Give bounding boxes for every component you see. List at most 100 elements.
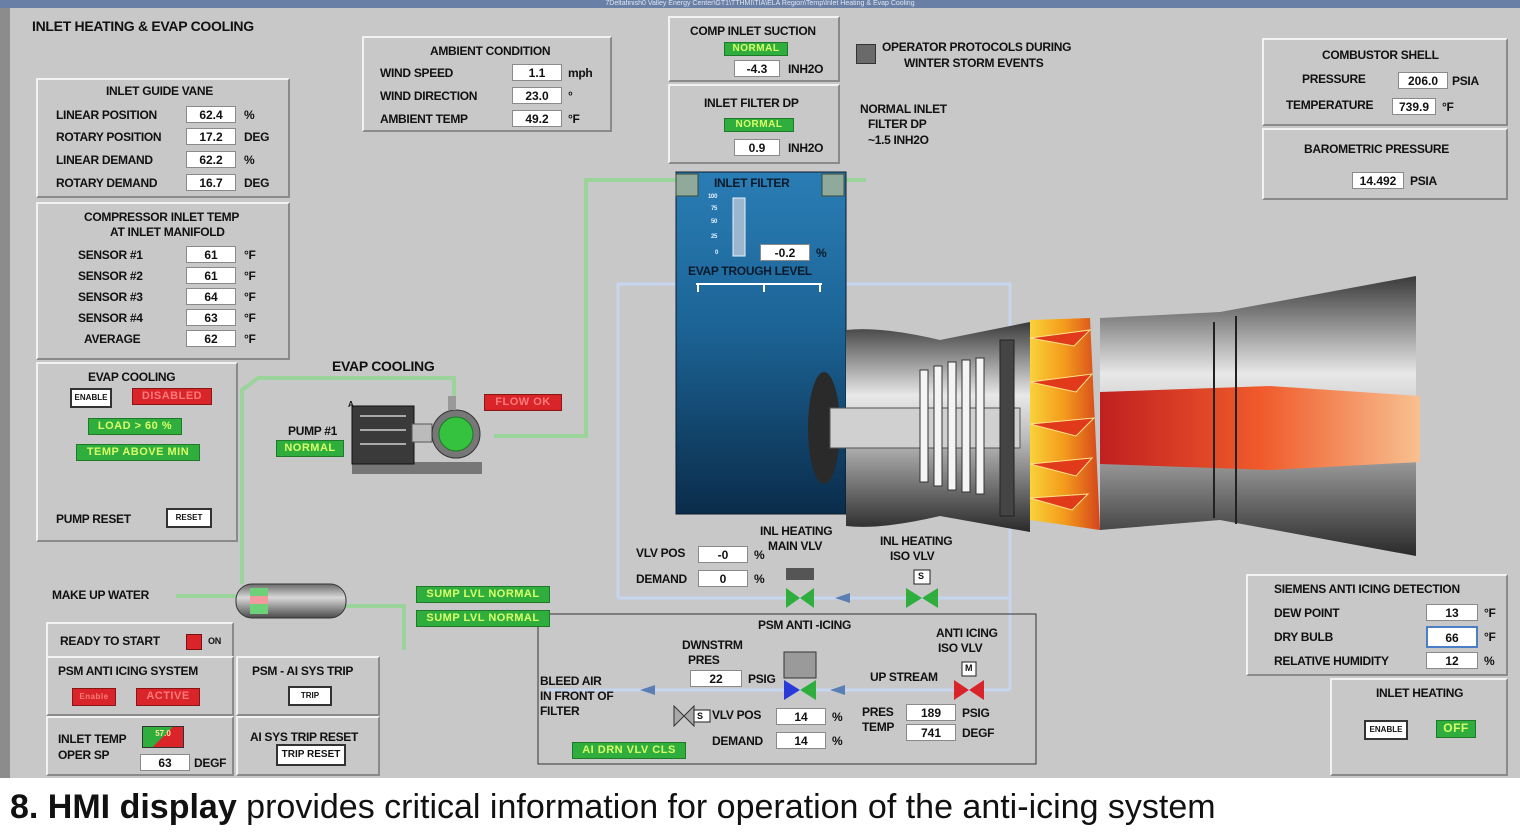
igv-value-rotary-position: 17.2 <box>186 128 236 145</box>
main-vlv-line2: MAIN VLV <box>768 539 823 553</box>
upstream-temp-label: TEMP <box>862 720 895 734</box>
operator-protocols-button[interactable] <box>856 44 876 64</box>
caption-bold: 8. HMI display <box>10 788 237 826</box>
ambient-value-ambient-temp: 49.2 <box>512 110 562 127</box>
caption-text: provides critical information for operat… <box>236 788 1216 826</box>
motor-body <box>351 405 415 465</box>
upstream-label: UP STREAM <box>870 670 938 684</box>
evap-cooling-panel: EVAP COOLING ENABLE DISABLED LOAD > 60 %… <box>36 362 238 542</box>
cs-temp-value: 739.9 <box>1392 98 1436 115</box>
cit-value-sensor-1: 61 <box>186 246 236 263</box>
anti-iso-line2: ISO VLV <box>938 641 983 655</box>
psm-anti-icing-system-panel: PSM ANTI ICING SYSTEM Enable ACTIVE <box>46 656 234 716</box>
inlet-temp-sp-bar-text: 57.0 <box>155 729 171 738</box>
siemens-value-dry-bulb[interactable]: 66 <box>1426 626 1478 648</box>
siemens-label-dry-bulb: DRY BULB <box>1274 630 1333 644</box>
ifdp-status: NORMAL <box>724 118 794 132</box>
igv-label-linear-demand: LINEAR DEMAND <box>56 153 153 167</box>
igv-label-rotary-demand: ROTARY DEMAND <box>56 176 158 190</box>
cis-title: COMP INLET SUCTION <box>690 24 816 38</box>
psm-system-title: PSM ANTI ICING SYSTEM <box>58 664 198 678</box>
flow-arrows <box>640 593 850 695</box>
trough-scale-25: 25 <box>711 234 718 240</box>
siemens-label-dew-point: DEW POINT <box>1274 606 1340 620</box>
trough-level-ticks <box>696 283 822 292</box>
motor-coupling <box>411 423 433 443</box>
pump-tag: A <box>348 400 354 409</box>
dwnstrm-line1: DWNSTRM <box>682 638 743 652</box>
igv-unit: DEG <box>244 130 270 144</box>
igv-value-rotary-demand: 16.7 <box>186 174 236 191</box>
inlet-temp-sp-unit: DEGF <box>194 756 227 770</box>
anti-iso-m-tag: M <box>965 663 973 673</box>
ambient-label-wind-speed: WIND SPEED <box>380 66 454 80</box>
pump-motor <box>351 396 482 474</box>
igv-label-rotary-position: ROTARY POSITION <box>56 130 162 144</box>
siemens-value-dew-point: 13 <box>1426 604 1478 621</box>
flow-ok-status: FLOW OK <box>484 394 562 411</box>
drain-valve-s-tag: S <box>697 711 703 721</box>
pump-reset-label: PUMP RESET <box>56 512 131 526</box>
cis-status: NORMAL <box>724 42 788 56</box>
inlet-heating-enable-button[interactable]: ENABLE <box>1364 720 1408 740</box>
gas-turbine <box>808 276 1420 556</box>
pump-1-label: PUMP #1 <box>288 424 338 438</box>
siemens-value-relative-humidity: 12 <box>1426 652 1478 669</box>
inlet-temp-sp-value[interactable]: 63 <box>140 754 190 771</box>
pipe-sump <box>346 604 406 650</box>
bolt-ring <box>999 339 1015 517</box>
cit-label-sensor-4: SENSOR #4 <box>78 311 143 325</box>
ready-indicator <box>186 634 202 650</box>
ambient-unit: °F <box>568 112 580 126</box>
inlet-filter-label: INLET FILTER <box>714 176 790 190</box>
evap-title: EVAP COOLING <box>88 370 176 384</box>
bleed-air-line1: BLEED AIR <box>540 674 602 688</box>
inlet-temp-sp-line2: OPER SP <box>58 748 110 762</box>
turbine-nose <box>808 372 840 484</box>
trough-level-unit: % <box>816 246 827 260</box>
trough-scale-50: 50 <box>711 219 718 225</box>
cit-unit: °F <box>244 332 256 346</box>
cit-unit: °F <box>244 248 256 262</box>
main-vlv-line1: INL HEATING <box>760 524 833 538</box>
iso-vlv-line1: INL HEATING <box>880 534 953 548</box>
trough-gauge <box>732 197 746 257</box>
inl-heating-main-valve <box>786 568 814 608</box>
psm-demand-unit: % <box>832 734 843 748</box>
pump-impeller-running <box>438 416 474 452</box>
cis-unit: INH2O <box>788 62 824 76</box>
dwnstrm-line2: PRES <box>688 653 720 667</box>
heat-vlv-pos-unit: % <box>754 548 765 562</box>
pump-reset-button[interactable]: RESET <box>166 508 212 528</box>
ready-to-start-label: READY TO START <box>60 634 160 648</box>
psm-anti-icing-frame <box>537 613 1037 765</box>
cit-label-sensor-2: SENSOR #2 <box>78 269 143 283</box>
normal-inlet-line2: FILTER DP <box>868 117 927 131</box>
igv-unit: % <box>244 108 255 122</box>
psm-anti-icing-title: PSM ANTI -ICING <box>758 618 852 632</box>
left-edge-bar <box>0 8 10 778</box>
normal-inlet-line3: ~1.5 INH2O <box>868 133 929 147</box>
heat-demand-label: DEMAND <box>636 572 687 586</box>
inl-heating-iso-valve <box>906 569 938 608</box>
filter-corner-left <box>675 173 699 197</box>
anti-iso-line1: ANTI ICING <box>936 626 998 640</box>
window-title: 7Deltafinish0 Valley Energy Center\GT1\T… <box>605 0 915 7</box>
exhaust-rings <box>1213 316 1237 524</box>
sump-level-status-1: SUMP LVL NORMAL <box>416 586 550 603</box>
upstream-pres-label: PRES <box>862 705 894 719</box>
psm-enable-button[interactable]: Enable <box>72 688 116 706</box>
cs-pressure-value: 206.0 <box>1398 72 1448 89</box>
psm-trip-button[interactable]: TRIP <box>288 686 332 706</box>
trip-reset-button[interactable]: TRIP RESET <box>276 744 346 766</box>
anti-icing-iso-valve <box>954 661 984 700</box>
operator-protocols-line2: WINTER STORM EVENTS <box>904 56 1044 70</box>
iso-valve-s-tag: S <box>918 571 924 581</box>
cis-value: -4.3 <box>734 60 780 77</box>
heat-vlv-pos-value: -0 <box>698 546 748 563</box>
trough-scale-100: 100 <box>708 194 718 200</box>
evap-enable-button[interactable]: ENABLE <box>70 388 112 408</box>
cit-unit: °F <box>244 311 256 325</box>
psm-demand-label: DEMAND <box>712 734 763 748</box>
ifdp-unit: INH2O <box>788 141 824 155</box>
